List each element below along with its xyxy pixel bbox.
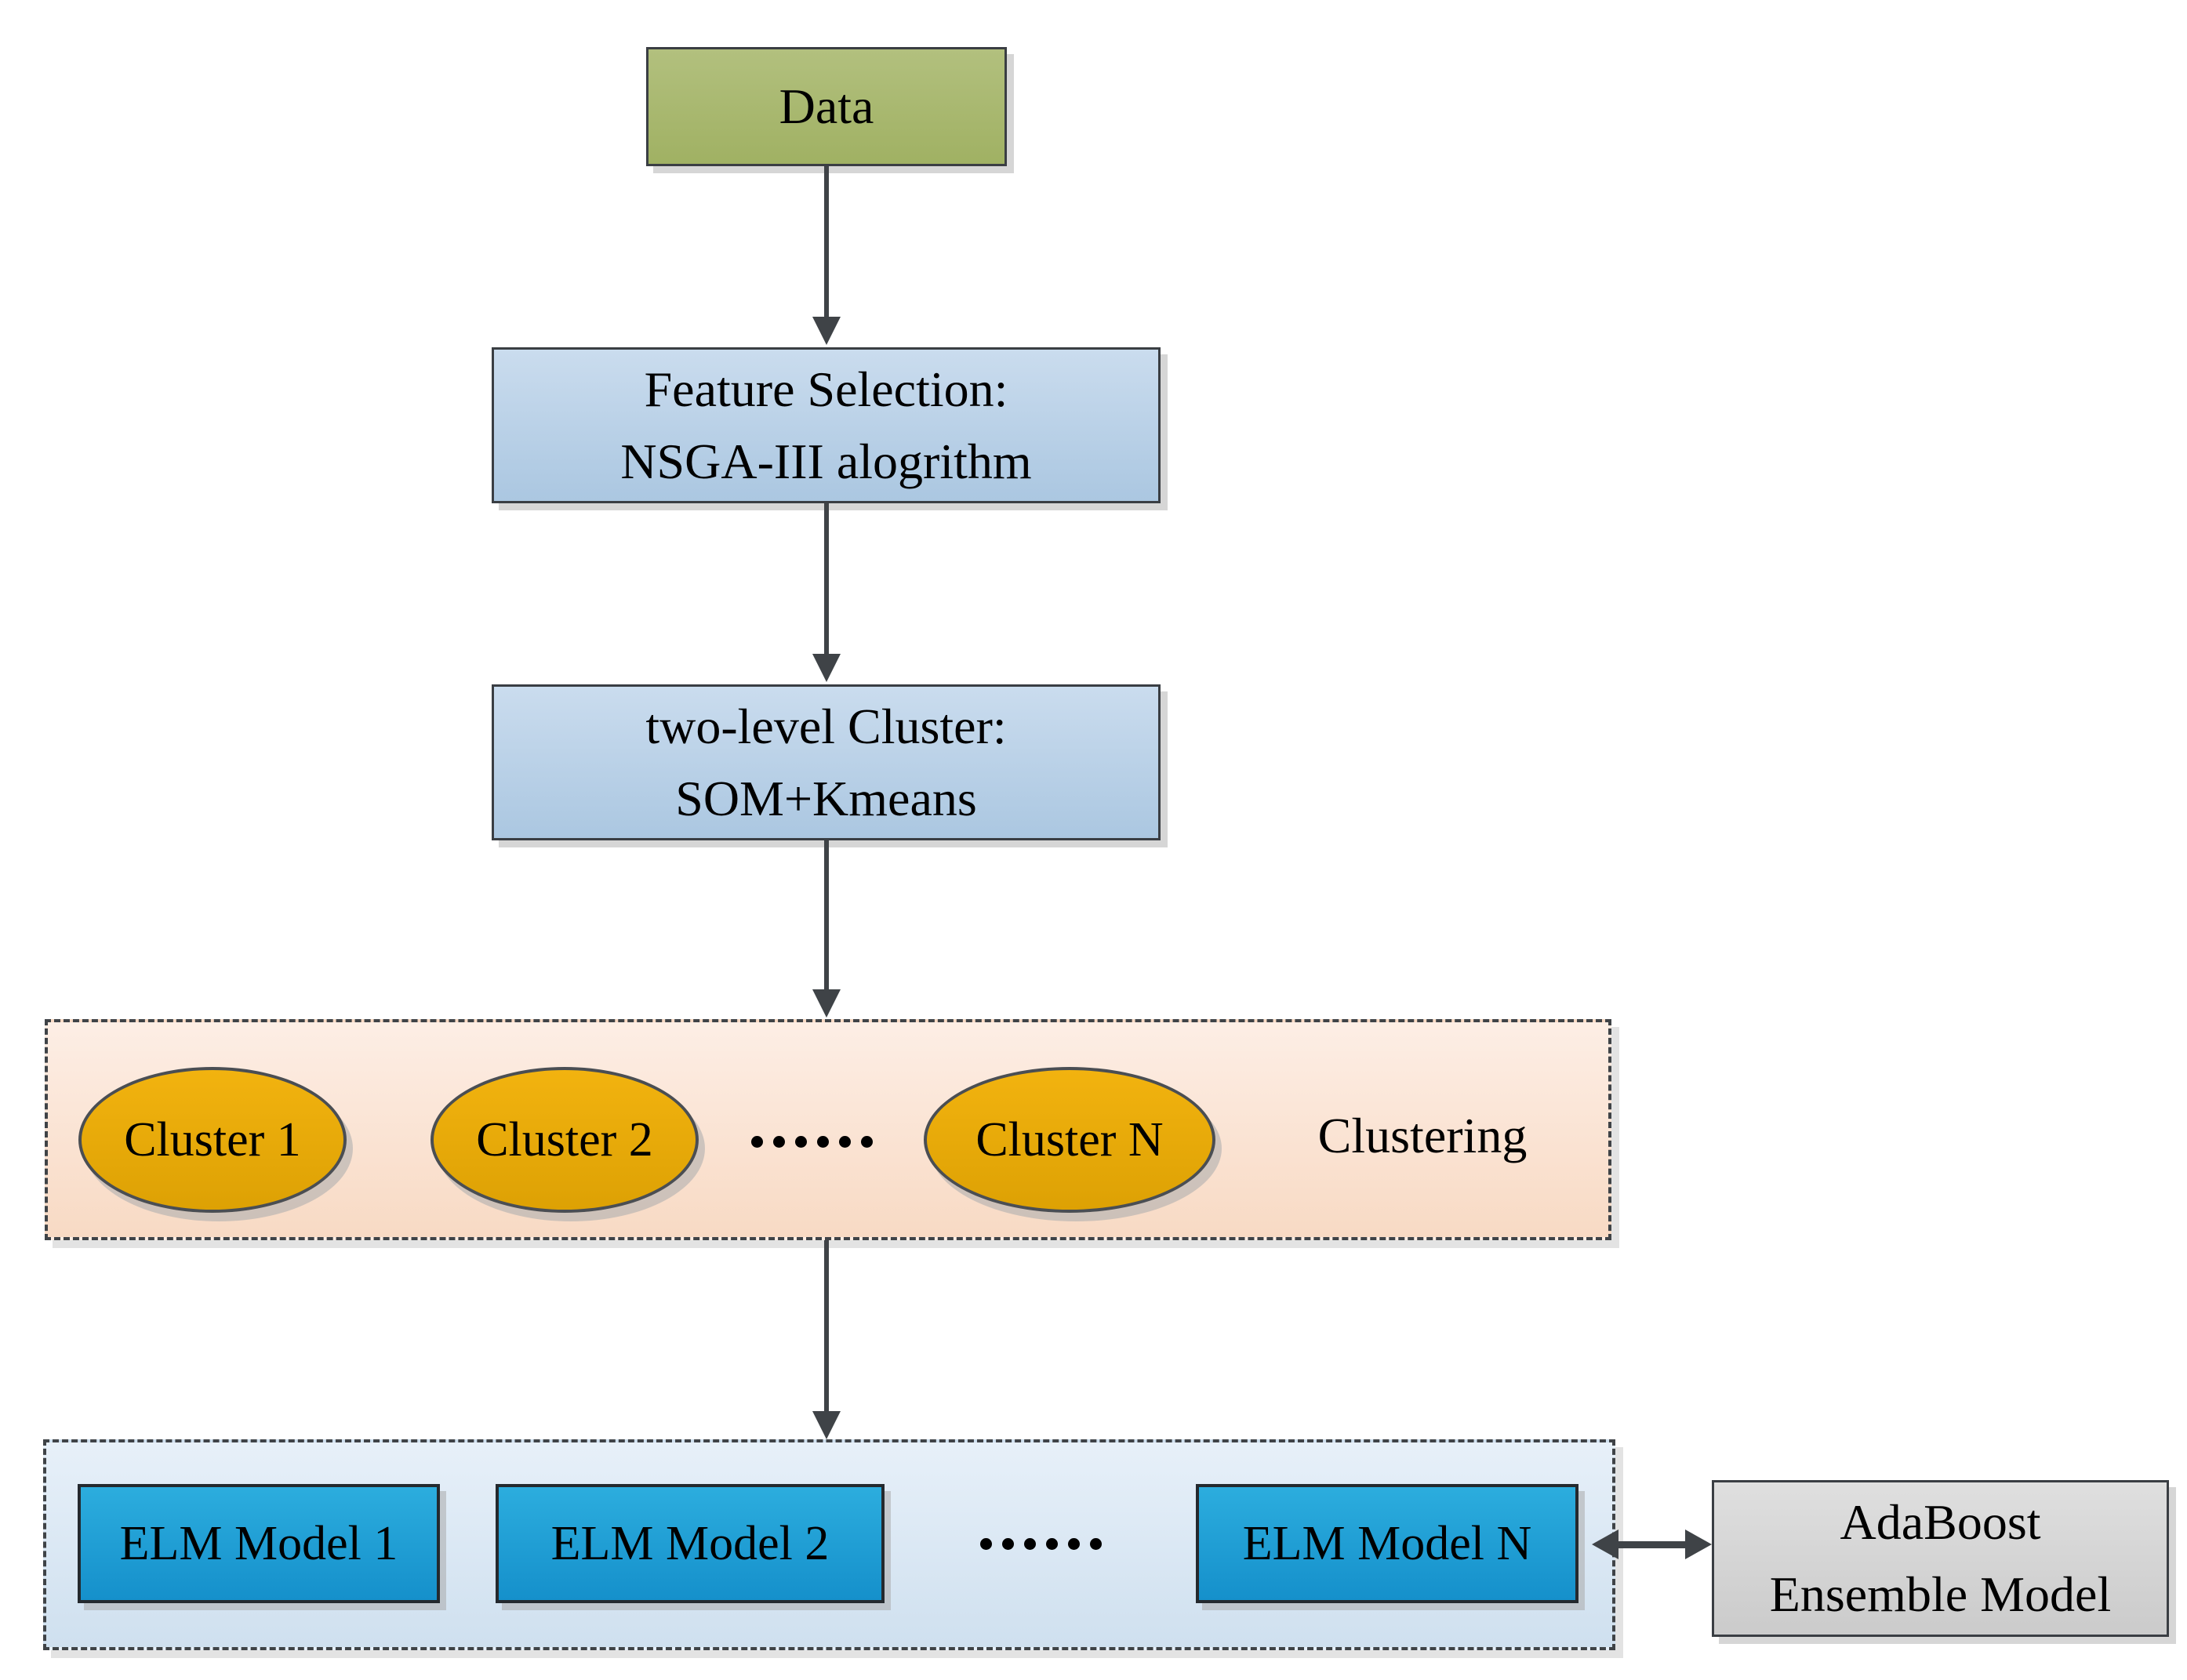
cluster-1-ellipse: Cluster 1 <box>78 1067 347 1213</box>
ellipsis-dot-icon <box>1001 1538 1014 1550</box>
arrow-cluster-to-band-head-icon <box>812 989 841 1018</box>
ellipsis-dot-icon <box>772 1136 785 1148</box>
adaboost-line1: AdaBoost <box>1840 1494 2041 1550</box>
ellipsis-dot-icon <box>1023 1538 1036 1550</box>
cluster-ellipsis-dots <box>749 1136 874 1148</box>
elm-model-1-node: ELM Model 1 <box>78 1484 440 1603</box>
data-node-label: Data <box>779 78 874 134</box>
arrow-feature-to-cluster-head-icon <box>812 654 841 682</box>
elm-model-n-node: ELM Model N <box>1196 1484 1578 1603</box>
adaboost-ensemble-node: AdaBoost Ensemble Model <box>1712 1480 2169 1637</box>
clustering-band-label: Clustering <box>1317 1108 1528 1163</box>
arrow-feature-to-cluster-line <box>824 503 829 655</box>
feature-selection-line2: NSGA-III alogrithm <box>620 433 1032 489</box>
data-node: Data <box>646 47 1007 166</box>
elm-model-2-label: ELM Model 2 <box>550 1516 830 1570</box>
elm-model-n-label: ELM Model N <box>1242 1516 1532 1570</box>
cluster-2-ellipse: Cluster 2 <box>430 1067 699 1213</box>
double-arrow-left-head-icon <box>1592 1529 1618 1559</box>
two-level-cluster-line1: two-level Cluster: <box>645 698 1007 754</box>
arrow-data-to-feature-head-icon <box>812 317 841 345</box>
ellipsis-dot-icon <box>816 1136 829 1148</box>
ellipsis-dot-icon <box>838 1136 851 1148</box>
feature-selection-line1: Feature Selection: <box>644 361 1008 417</box>
ellipsis-dot-icon <box>794 1136 807 1148</box>
arrow-data-to-feature-line <box>824 166 829 318</box>
double-arrow-elm-adaboost-line <box>1614 1541 1690 1548</box>
ellipsis-dot-icon <box>750 1136 763 1148</box>
adaboost-line2: Ensemble Model <box>1769 1566 2112 1622</box>
elm-ellipsis-dots <box>978 1538 1103 1550</box>
elm-model-1-label: ELM Model 1 <box>119 1516 398 1570</box>
cluster-2-label: Cluster 2 <box>476 1112 653 1167</box>
ellipsis-dot-icon <box>1067 1538 1080 1550</box>
arrow-band-to-elm-line <box>824 1240 829 1413</box>
cluster-n-label: Cluster N <box>975 1112 1164 1167</box>
two-level-cluster-line2: SOM+Kmeans <box>675 770 977 826</box>
ellipsis-dot-icon <box>1089 1538 1102 1550</box>
ellipsis-dot-icon <box>1045 1538 1058 1550</box>
double-arrow-right-head-icon <box>1685 1529 1712 1559</box>
feature-selection-node: Feature Selection: NSGA-III alogrithm <box>492 347 1161 503</box>
arrow-cluster-to-band-line <box>824 840 829 991</box>
elm-model-2-node: ELM Model 2 <box>496 1484 885 1603</box>
ellipsis-dot-icon <box>860 1136 873 1148</box>
cluster-n-ellipse: Cluster N <box>924 1067 1215 1213</box>
arrow-band-to-elm-head-icon <box>812 1411 841 1439</box>
cluster-1-label: Cluster 1 <box>124 1112 301 1167</box>
two-level-cluster-node: two-level Cluster: SOM+Kmeans <box>492 684 1161 840</box>
ellipsis-dot-icon <box>979 1538 992 1550</box>
